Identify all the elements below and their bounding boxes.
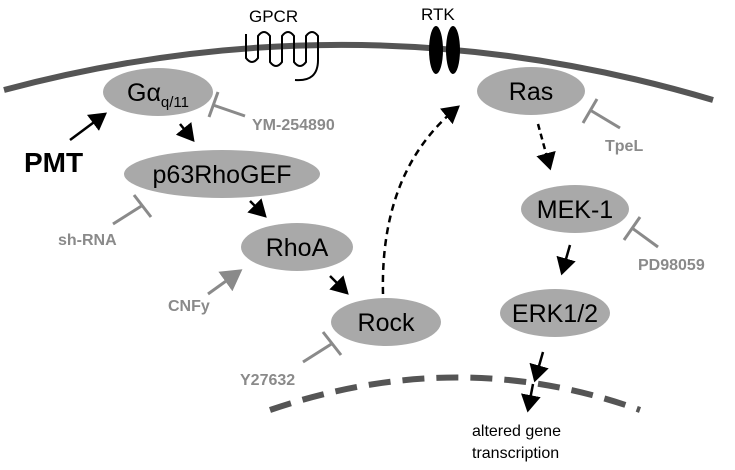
arrow-erk-to-nucleus (529, 351, 549, 383)
arrow-p63rhogef-to-rhoa (247, 198, 267, 218)
svg-text:Rock: Rock (358, 309, 415, 337)
node-erk: ERK1/2 (500, 289, 610, 337)
arrow-pmt-to-galpha (69, 112, 108, 142)
inhibitor-tpel (581, 98, 621, 130)
gpcr-receptor (245, 31, 319, 82)
rtk-receptor (429, 26, 460, 74)
svg-text:Gαq/11: Gαq/11 (127, 79, 189, 111)
node-rhoa: RhoA (241, 223, 353, 271)
inhibitor-y27632 (302, 331, 343, 364)
gpcr-label: GPCR (249, 7, 298, 26)
tpel-label: TpeL (605, 138, 643, 155)
plasma-membrane (3, 41, 714, 103)
cnfy-label: CNFy (168, 298, 210, 315)
arrow-rhoa-to-rock (329, 275, 349, 295)
svg-text:Ras: Ras (509, 78, 553, 106)
shrna-label: sh-RNA (58, 232, 117, 249)
node-rock: Rock (331, 298, 441, 346)
arrow-galpha-to-p63rhogef (175, 122, 195, 142)
arrow-mek1-to-erk (556, 244, 576, 276)
inhibitor-pd98059 (622, 216, 659, 249)
nuclear-membrane (269, 374, 642, 413)
node-mek1: MEK-1 (521, 185, 629, 233)
node-galpha: Gαq/11 (103, 68, 213, 116)
arrow-rock-to-ras (381, 105, 460, 295)
y27632-label: Y27632 (240, 372, 295, 389)
rtk-label: RTK (421, 5, 455, 24)
output-label-line2: transcription (472, 445, 559, 462)
arrow-nucleus-to-transcription (521, 383, 541, 413)
inhibitor-ym (207, 91, 246, 118)
svg-text:MEK-1: MEK-1 (537, 196, 613, 224)
activator-cnfy (207, 269, 243, 296)
arrow-ras-to-mek1 (536, 123, 556, 171)
output-label-line1: altered gene (472, 423, 561, 440)
svg-text:RhoA: RhoA (266, 234, 329, 262)
ym-label: YM-254890 (252, 117, 335, 134)
pmt-label: PMT (24, 147, 83, 178)
node-ras: Ras (477, 67, 585, 115)
svg-text:ERK1/2: ERK1/2 (512, 300, 598, 328)
pd98059-label: PD98059 (638, 257, 705, 274)
svg-text:p63RhoGEF: p63RhoGEF (153, 161, 292, 189)
inhibitor-shrna (112, 194, 153, 226)
node-p63rhogef: p63RhoGEF (124, 150, 320, 198)
